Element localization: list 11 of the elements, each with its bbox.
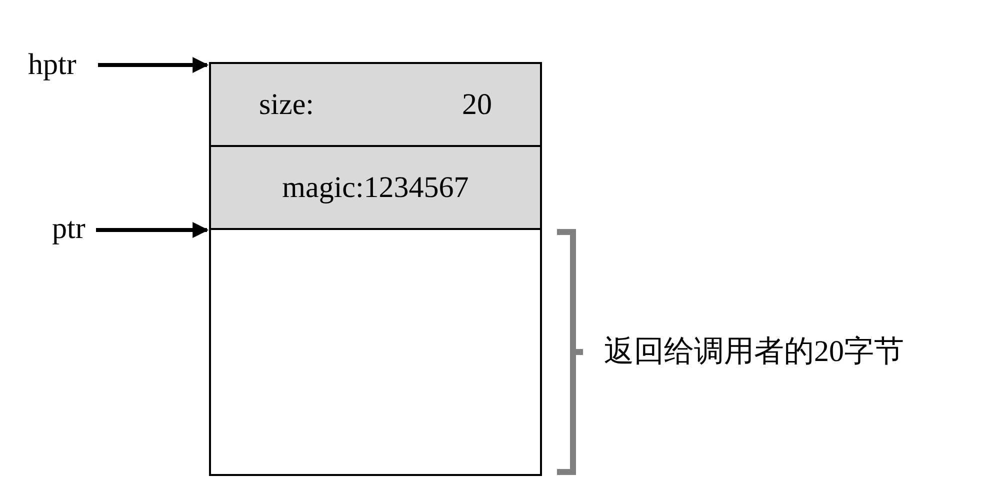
field-text: magic:1234567 (282, 170, 469, 204)
pointer-label: ptr (52, 212, 86, 246)
memory-field (209, 62, 542, 147)
bracket-label: 返回给调用者的20字节 (604, 334, 904, 370)
memory-field (209, 145, 542, 230)
field-text: size: (259, 88, 314, 122)
field-text: 20 (462, 88, 492, 122)
arrow (98, 57, 209, 73)
memory-block (209, 228, 542, 476)
pointer-label: hptr (28, 48, 76, 82)
arrow (96, 222, 209, 238)
